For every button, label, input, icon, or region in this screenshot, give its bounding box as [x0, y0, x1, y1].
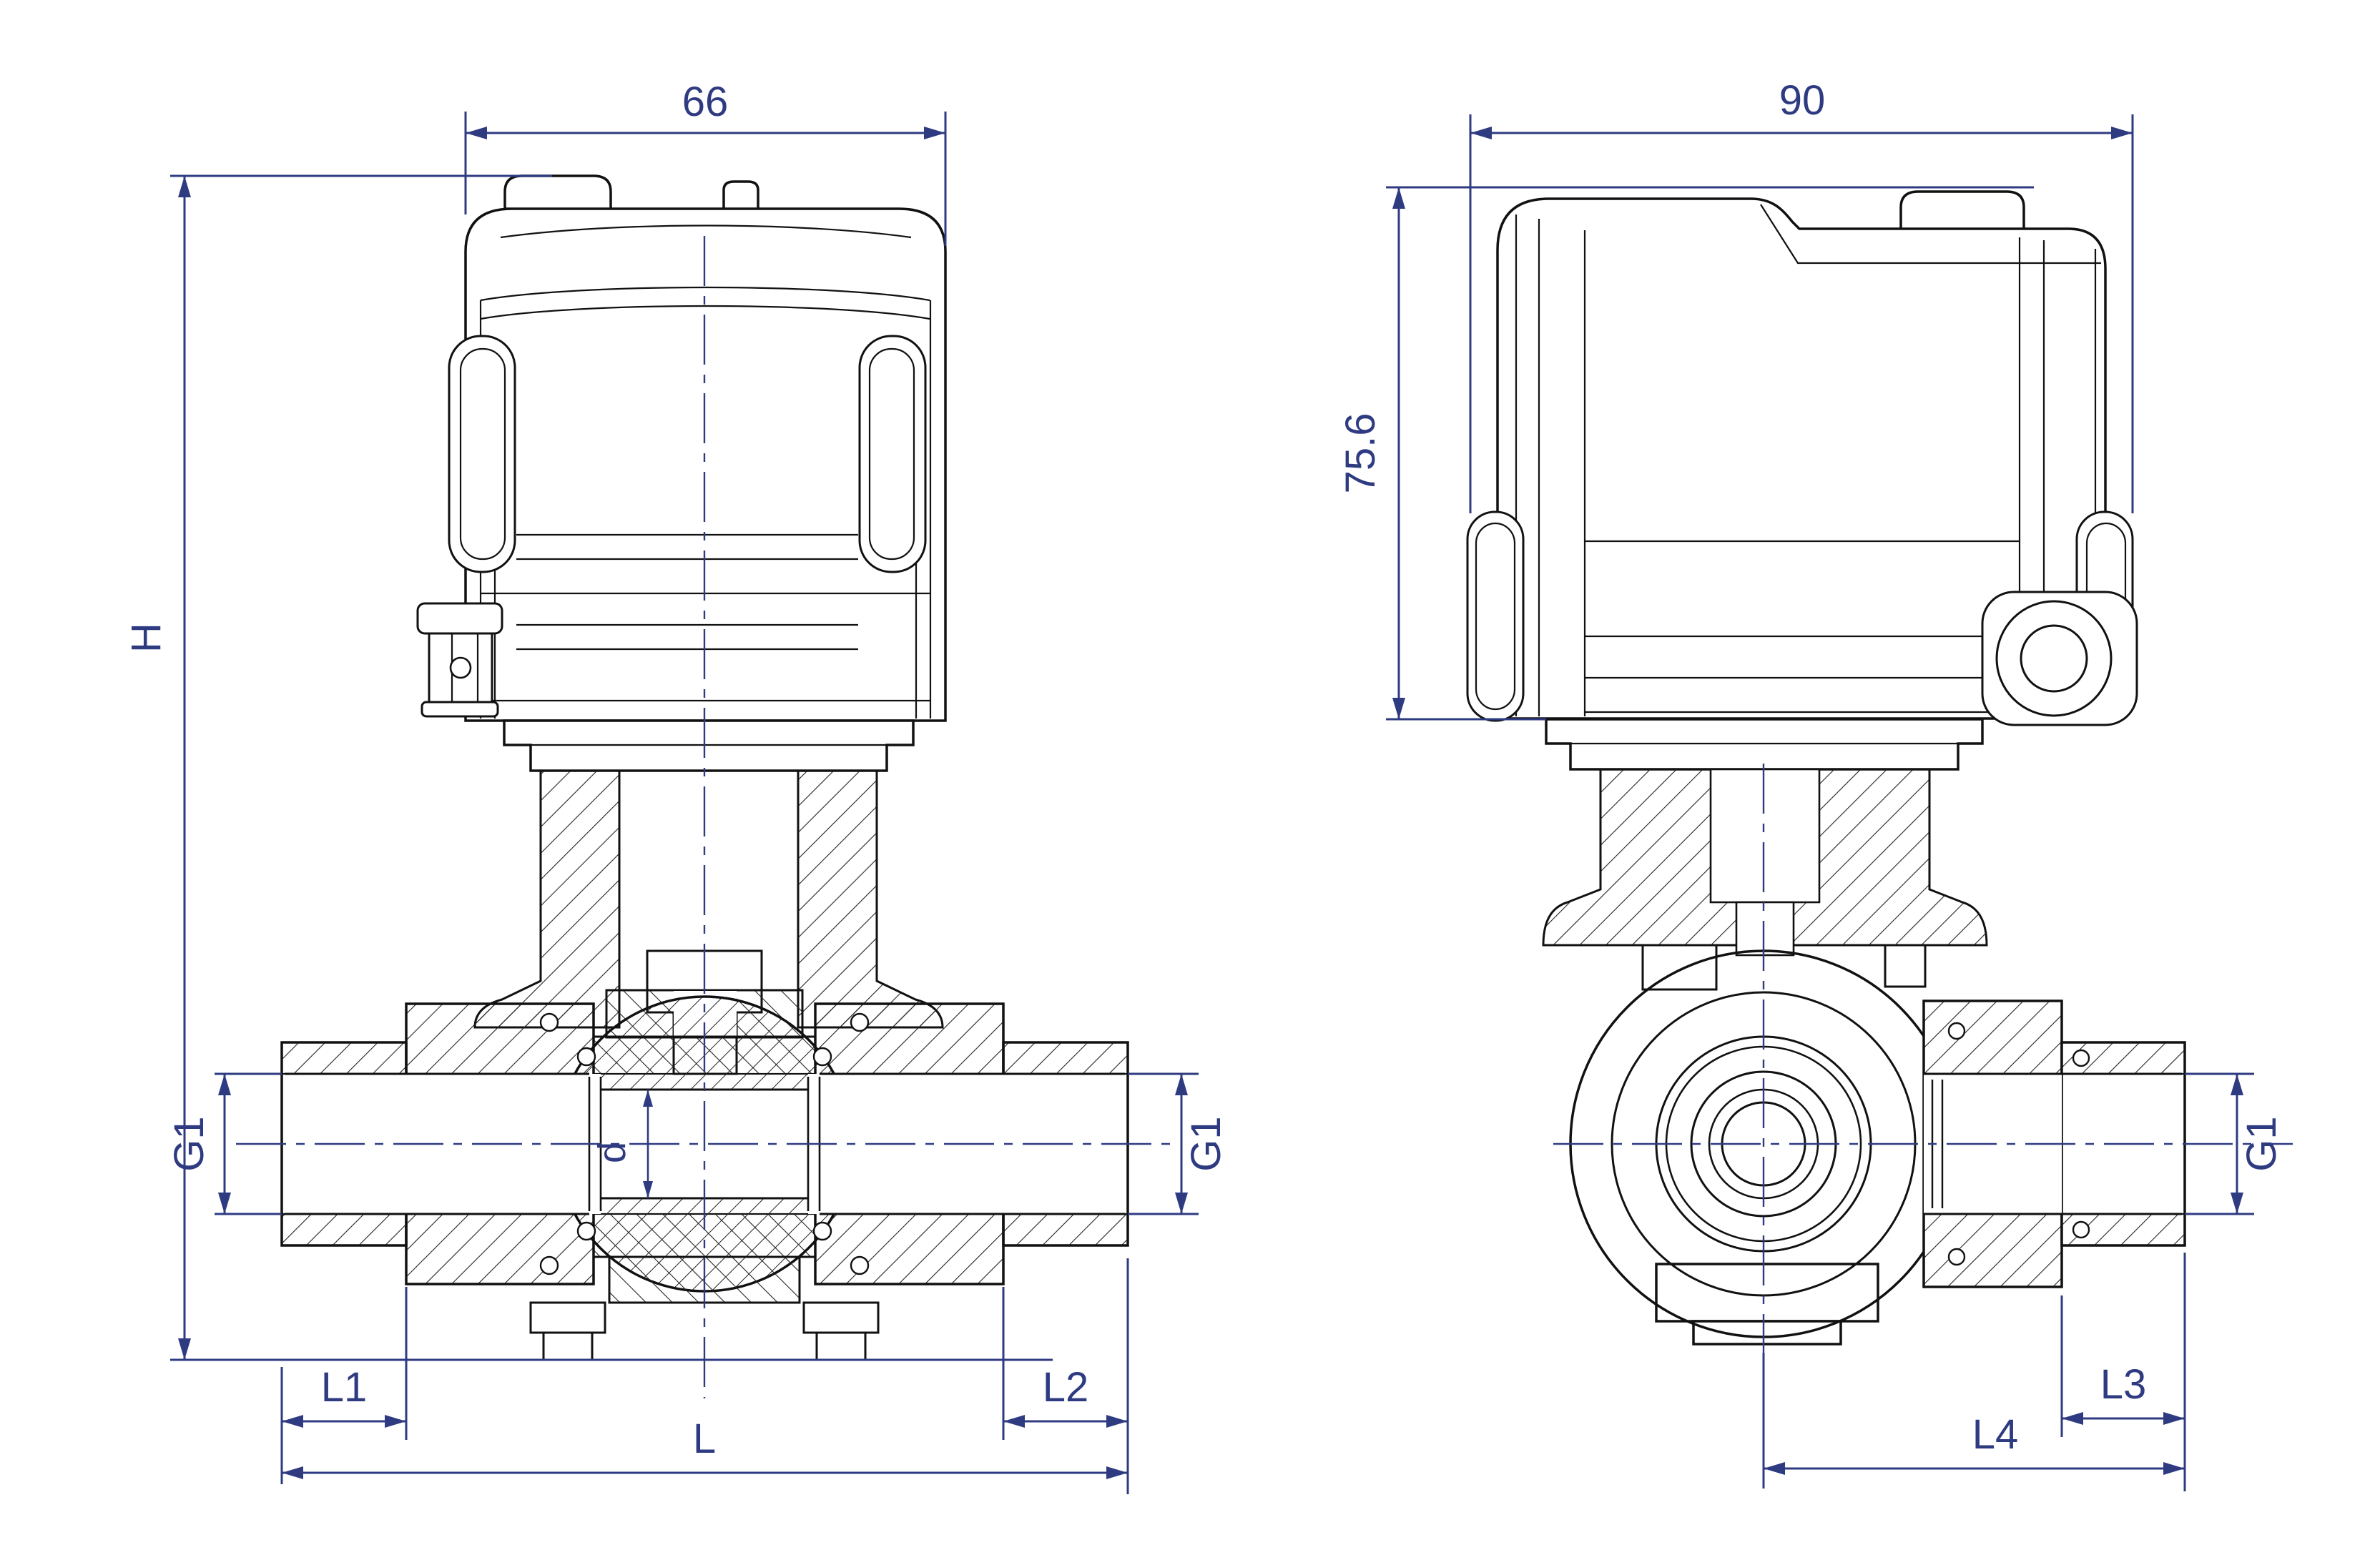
side-stem-column: [1709, 768, 1821, 904]
actuator-shell-side: [1496, 190, 2107, 720]
gland-hole: [449, 656, 472, 679]
actuator-latch-clips: [448, 335, 927, 573]
side-actuator: [1466, 190, 2138, 726]
gland-nut-inner: [2020, 624, 2088, 693]
front-actuator: [416, 174, 947, 722]
side-valve-body: [1569, 949, 2186, 1346]
stub-left-wall-bottom: [280, 1213, 408, 1247]
dim-label-66: 66: [682, 79, 729, 125]
side-boss-right: [1884, 944, 1927, 988]
port-lines: [285, 1035, 1125, 1258]
dim-front-bore: d: [591, 1090, 653, 1198]
bracket-leg-left: [473, 769, 621, 1029]
o-rings: [539, 1012, 870, 1275]
side-boss-left: [1641, 944, 1718, 991]
dim-side-l4: L4: [1762, 1353, 2185, 1489]
dim-label-L1: L1: [321, 1364, 368, 1411]
dim-lines: [1128, 1072, 1199, 1215]
dim-label-L3: L3: [2100, 1361, 2147, 1408]
dim-label-G1-left: G1: [166, 1116, 212, 1171]
front-centerlines: [236, 236, 1174, 1398]
side-bracket: [1542, 718, 1988, 991]
stub-right-wall-top: [1002, 1041, 1129, 1075]
drain-plugs: [529, 1301, 880, 1361]
side-o-rings: [1947, 1022, 2090, 1266]
dim-side-port: G1: [2185, 1072, 2285, 1215]
dim-lines: [2185, 1072, 2254, 1215]
side-port-lines: [1924, 1072, 2182, 1215]
clip-left-inner: [459, 347, 506, 561]
dim-front-l1: L1: [280, 1287, 408, 1484]
dim-front-width: 66: [464, 79, 947, 246]
dim-side-height: 75.6: [1337, 186, 2034, 721]
gland-flange: [421, 701, 499, 718]
gland-cap: [416, 602, 503, 635]
dim-label-G1-right: G1: [1183, 1116, 1229, 1171]
dim-label-75-6: 75.6: [1337, 413, 1384, 494]
dim-label-L: L: [693, 1416, 716, 1462]
side-view: 90 75.6 G1 L3 L4: [1337, 77, 2293, 1491]
dim-side-depth: 90: [1469, 77, 2134, 513]
actuator-contours-side: [1515, 204, 2101, 716]
dim-front-height: H: [123, 174, 1053, 1361]
dim-label-G1-side: G1: [2238, 1116, 2285, 1171]
dim-front-length: L: [282, 1416, 1128, 1479]
dim-lines: [464, 112, 947, 246]
side-centerlines: [1553, 764, 2293, 1398]
dim-lines: [215, 1072, 282, 1215]
clip-side-left-inner: [1475, 522, 1516, 711]
dim-lines: [170, 174, 1053, 1361]
front-view: 66 H G1 G1 d L1: [123, 79, 1229, 1494]
dim-lines: [1762, 1353, 2185, 1489]
actuator-shell: [464, 174, 947, 722]
dim-label-90: 90: [1779, 77, 1826, 124]
stub-left-wall-top: [280, 1041, 408, 1075]
dim-side-l3: L3: [2060, 1253, 2186, 1491]
dim-label-L4: L4: [1972, 1411, 2019, 1458]
bracket-leg-right: [797, 769, 944, 1029]
clip-right-inner: [868, 347, 915, 561]
side-stem: [1735, 901, 1795, 957]
stub-right-wall-bottom: [1002, 1213, 1129, 1247]
dim-lines: [1469, 114, 2134, 513]
side-foot-step: [1692, 1320, 1842, 1346]
dim-front-port-right: G1: [1128, 1072, 1229, 1215]
cable-gland-front: [416, 602, 503, 718]
dim-label-H: H: [123, 623, 169, 653]
cable-gland-side: [1981, 591, 2138, 726]
dim-front-l2: L2: [1002, 1258, 1129, 1494]
dim-lines: [1386, 186, 2034, 721]
dim-label-d: d: [591, 1142, 634, 1163]
dim-label-L2: L2: [1043, 1364, 1089, 1411]
dim-front-port-left: G1: [166, 1072, 282, 1215]
